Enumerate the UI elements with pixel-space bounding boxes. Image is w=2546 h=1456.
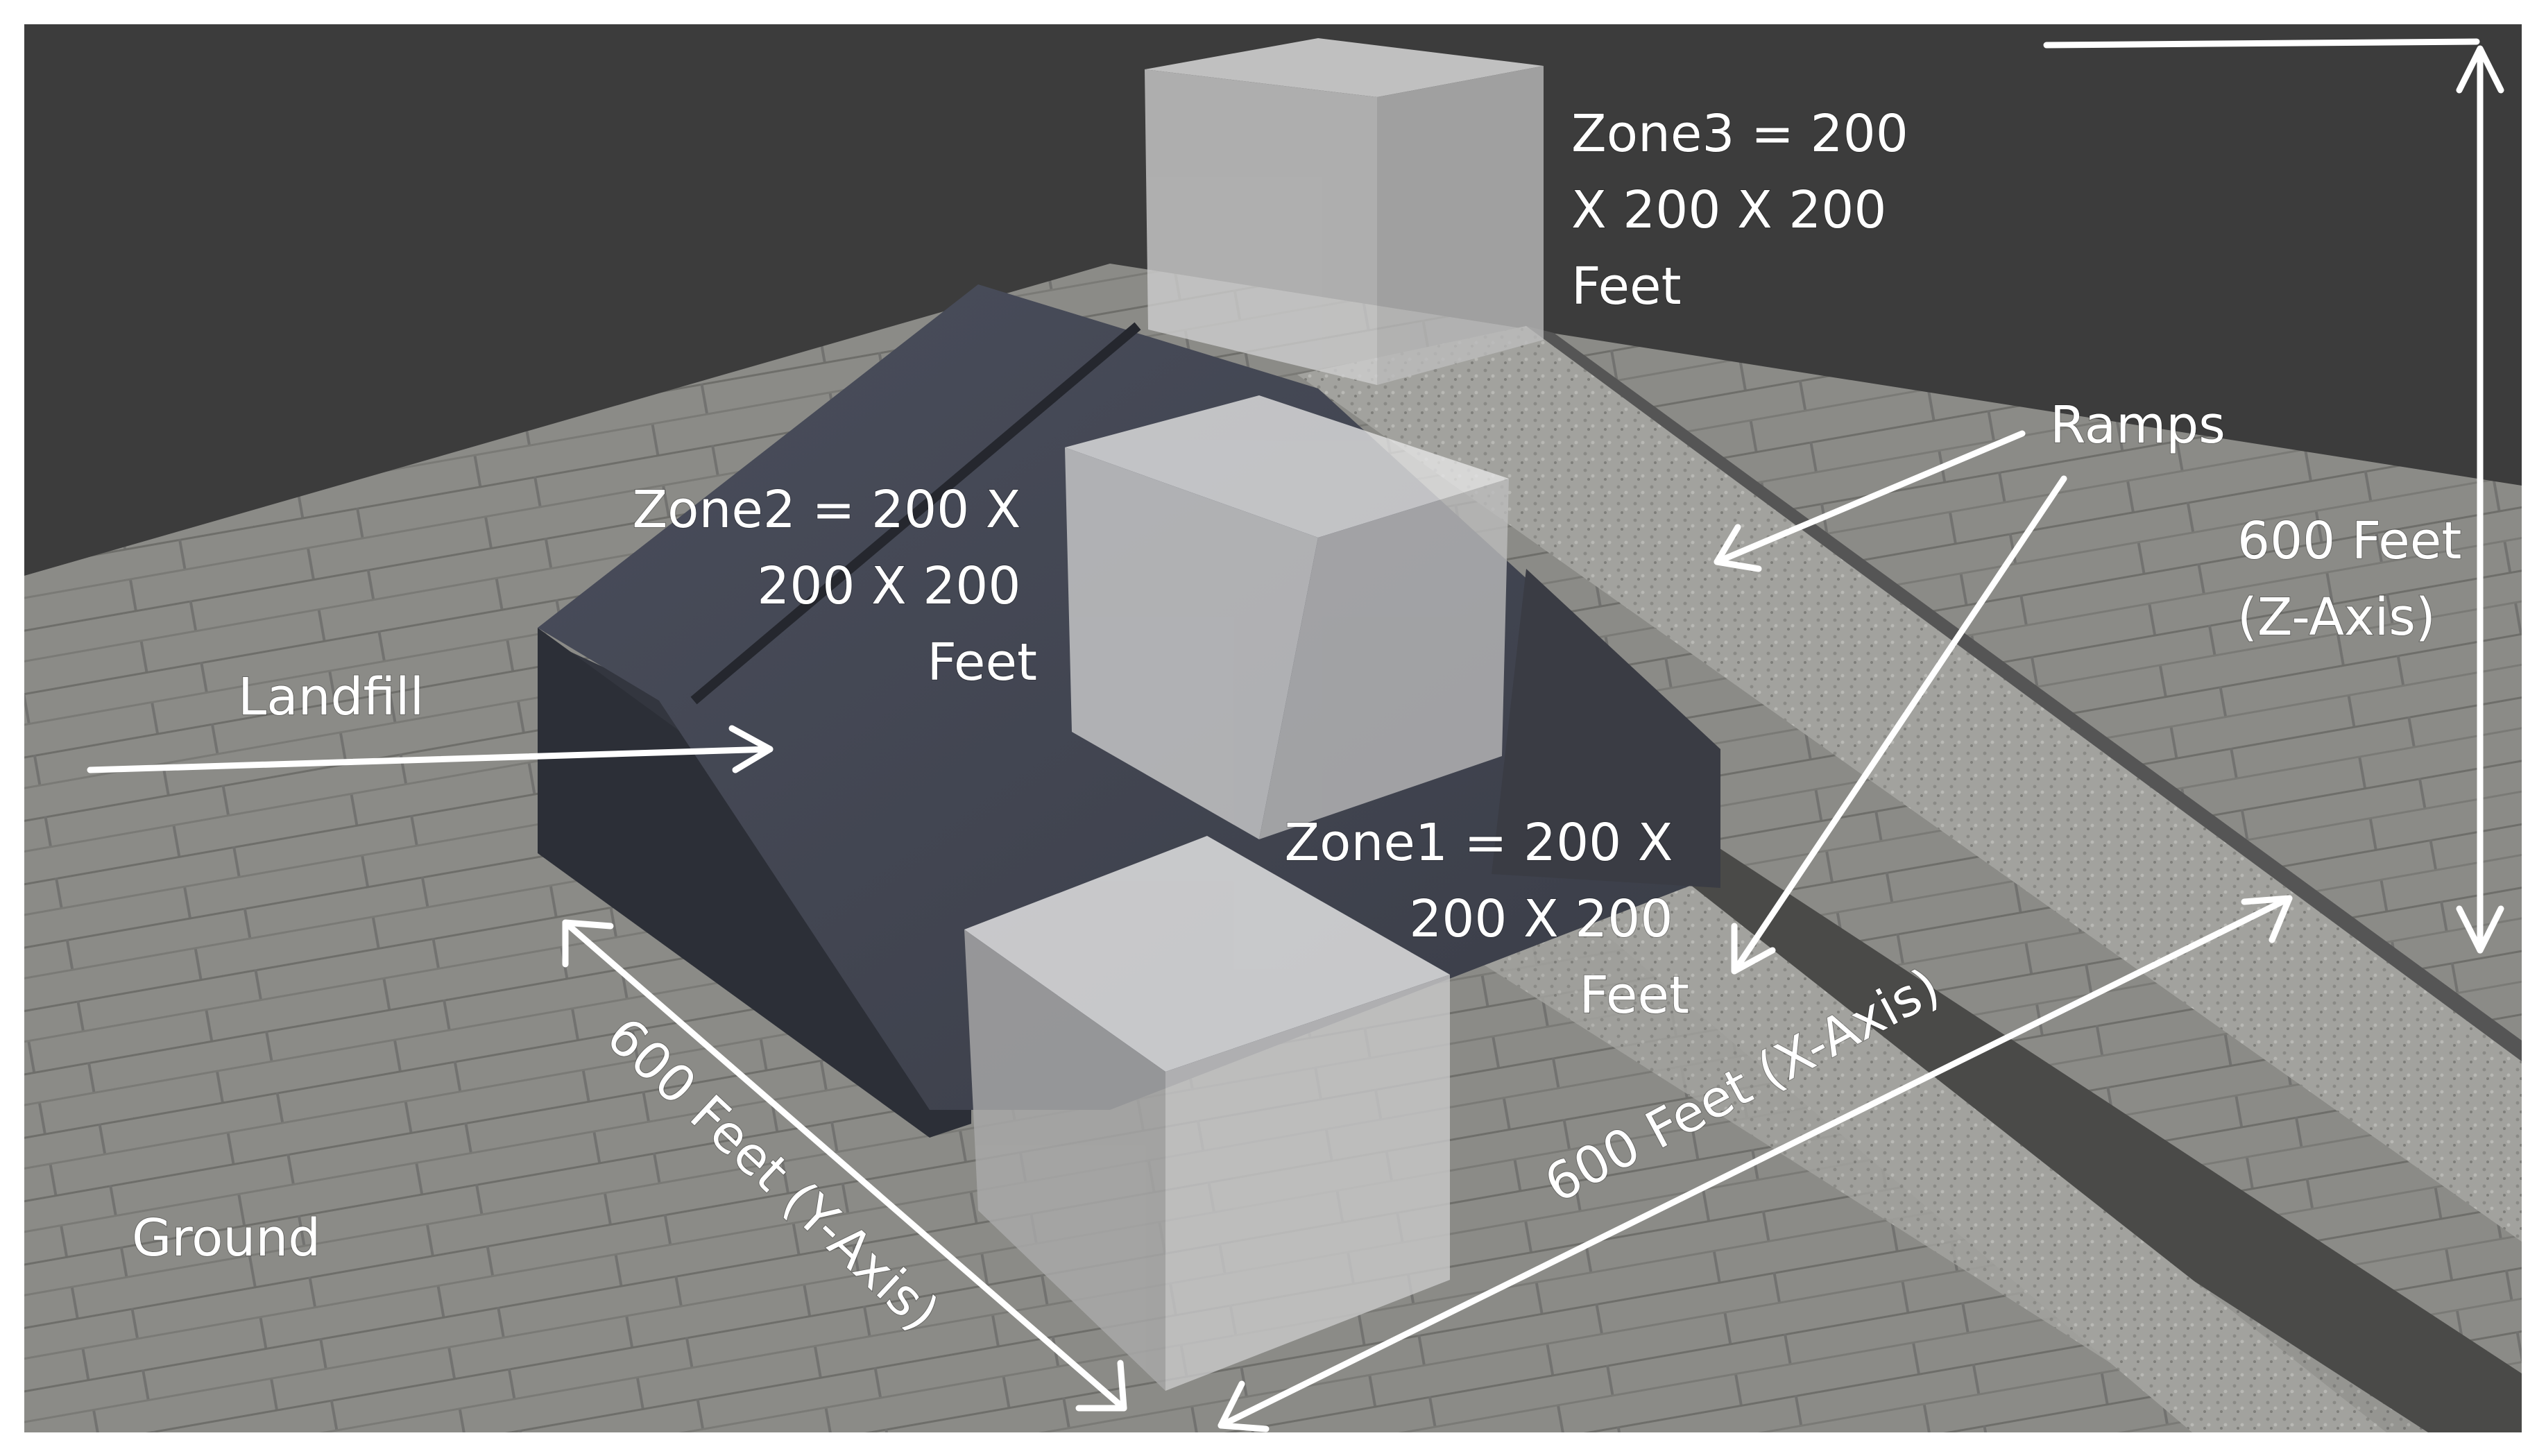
ramps-label: Ramps [2050, 395, 2225, 455]
landfill-label: Landfill [238, 667, 424, 727]
ground-label: Ground [132, 1208, 321, 1268]
zone3-cube [1145, 38, 1544, 385]
